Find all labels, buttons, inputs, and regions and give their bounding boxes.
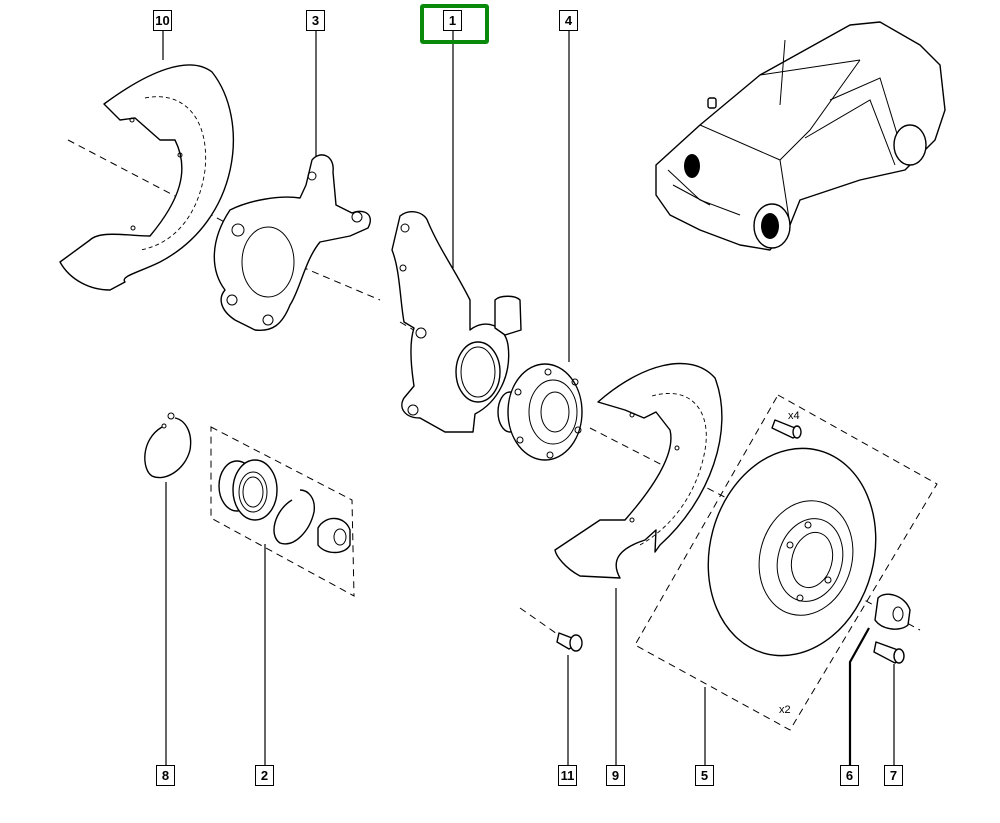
- part-5-brake-disc-kit[interactable]: [634, 394, 938, 731]
- part-6-hub-nut[interactable]: [874, 593, 911, 630]
- part-4-wheel-hub[interactable]: [497, 363, 583, 461]
- leader-6: [848, 627, 870, 765]
- part-3-steering-knuckle-left[interactable]: [213, 154, 371, 332]
- suv-location-icon: [655, 21, 946, 251]
- leader-lines: [162, 31, 895, 765]
- callout-3[interactable]: 3: [306, 10, 325, 31]
- callout-10[interactable]: 10: [153, 10, 172, 31]
- part-2-wheel-bearing-kit[interactable]: [210, 426, 355, 597]
- callout-7[interactable]: 7: [884, 765, 903, 786]
- callout-8[interactable]: 8: [156, 765, 175, 786]
- callout-2[interactable]: 2: [255, 765, 274, 786]
- part-1-steering-knuckle-right[interactable]: [391, 211, 522, 433]
- part-8-circlip[interactable]: [144, 412, 192, 479]
- qty-disc-kit: x2: [779, 704, 791, 716]
- callout-5[interactable]: 5: [695, 765, 714, 786]
- callout-4[interactable]: 4: [559, 10, 578, 31]
- callout-6[interactable]: 6: [840, 765, 859, 786]
- callout-11[interactable]: 11: [558, 765, 577, 786]
- part-10-brake-shield-left[interactable]: [59, 64, 235, 291]
- qty-disc-bolts: x4: [788, 410, 800, 422]
- disc-bolt-icon: [771, 419, 802, 439]
- callout-1[interactable]: 1: [443, 10, 462, 31]
- part-9-brake-shield-right[interactable]: [554, 362, 723, 579]
- callout-9[interactable]: 9: [606, 765, 625, 786]
- part-7-caliper-bolt[interactable]: [873, 641, 905, 664]
- part-11-shield-bolt[interactable]: [556, 632, 583, 652]
